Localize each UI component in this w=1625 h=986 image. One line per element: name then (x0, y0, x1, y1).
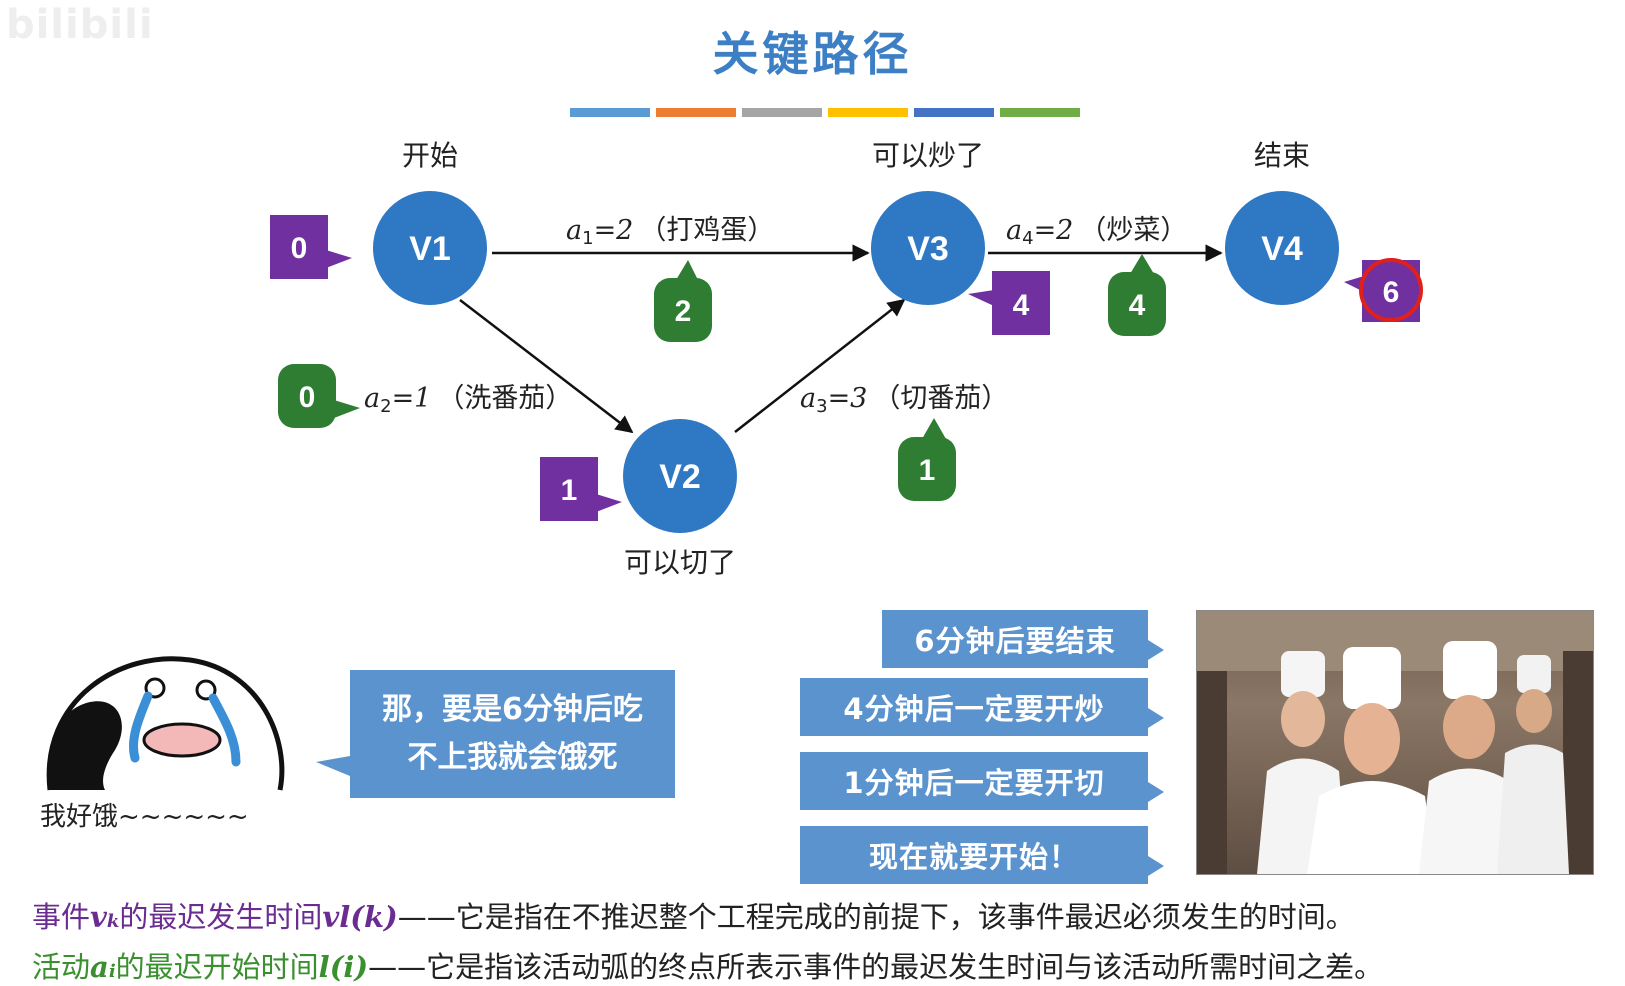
hungry-line-2: 不上我就会饿死 (407, 740, 618, 775)
activity-badge-a1: 2 (654, 260, 712, 342)
page-title: 关键路径 (712, 27, 913, 81)
svg-text:0: 0 (291, 232, 308, 265)
svg-text:V2: V2 (659, 458, 701, 496)
definition-activity-latest-start: 活动ai的最迟开始时间l(i)——它是指该活动弧的终点所表示事件的最迟发生时间与… (32, 950, 1384, 984)
color-bar-6 (1000, 108, 1080, 117)
crying-cartoon (46, 656, 285, 791)
hungry-speech-bubble: 那，要是6分钟后吃 不上我就会饿死 (316, 670, 675, 798)
chef-bubble-4: 现在就要开始！ (800, 826, 1164, 884)
chef-bubble-1: 6分钟后要结束 (882, 610, 1164, 668)
activity-badge-a2: 0 (278, 364, 360, 428)
aoe-network-diagram: a1=2（打鸡蛋） a2=1（洗番茄） a3=3（切番茄） a4=2（炒菜） V… (270, 139, 1423, 579)
node-v4: V4 (1225, 191, 1339, 305)
svg-text:1: 1 (919, 454, 936, 487)
node-v2: V2 (623, 419, 737, 533)
activity-badge-a3: 1 (898, 418, 956, 501)
event-badge-v3: 4 (968, 271, 1050, 335)
edge-label-a2: a2=1（洗番茄） (364, 383, 572, 417)
caption-v2: 可以切了 (624, 546, 736, 579)
edge-label-a1: a1=2（打鸡蛋） (566, 215, 774, 249)
hungry-line-1: 那，要是6分钟后吃 (382, 692, 643, 727)
highlight-circle (1359, 258, 1423, 322)
event-badge-v1: 0 (270, 215, 352, 279)
svg-text:V3: V3 (907, 230, 949, 268)
event-badge-v4: 6 (1344, 258, 1423, 322)
node-v1: V1 (373, 191, 487, 305)
event-badge-v2: 1 (540, 457, 622, 521)
definition-event-latest-time: 事件vk的最迟发生时间vl(k)——它是指在不推迟整个工程完成的前提下，该事件最… (32, 900, 1355, 934)
svg-text:V1: V1 (409, 230, 451, 268)
chef-bubble-3: 1分钟后一定要开切 (800, 752, 1164, 810)
svg-text:V4: V4 (1261, 230, 1303, 268)
node-v3: V3 (871, 191, 985, 305)
chefs-photo (1196, 610, 1594, 875)
caption-v4: 结束 (1254, 139, 1310, 172)
edge-label-a3: a3=3（切番茄） (800, 383, 1008, 417)
edge-label-a4: a4=2（炒菜） (1006, 215, 1187, 249)
svg-text:2: 2 (675, 295, 692, 328)
caption-v3: 可以炒了 (872, 139, 984, 172)
caption-v1: 开始 (402, 139, 458, 172)
color-bar-5 (914, 108, 994, 117)
hungry-caption: 我好饿~~~~~~ (40, 802, 249, 832)
edge-a2 (459, 299, 634, 434)
chef-bubble-2: 4分钟后一定要开炒 (800, 678, 1164, 736)
svg-text:0: 0 (299, 381, 316, 414)
color-bar-1 (570, 108, 650, 117)
color-bar-2 (656, 108, 736, 117)
watermark: bilibili (6, 2, 154, 48)
color-bar-4 (828, 108, 908, 117)
svg-text:1: 1 (561, 474, 578, 507)
edge-a3 (734, 298, 906, 433)
svg-text:4: 4 (1013, 289, 1030, 322)
activity-badge-a4: 4 (1108, 254, 1166, 336)
svg-text:6: 6 (1383, 276, 1400, 309)
svg-text:4: 4 (1129, 289, 1146, 322)
color-bar-3 (742, 108, 822, 117)
